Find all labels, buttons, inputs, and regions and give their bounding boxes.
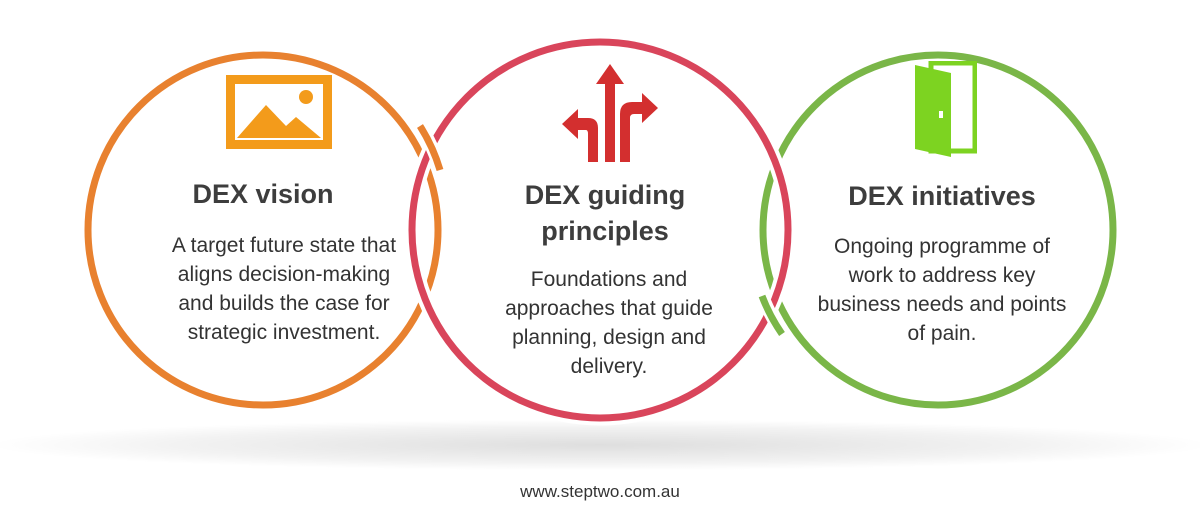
vision-description: A target future state that aligns decisi… (171, 234, 397, 344)
initiatives-circle (759, 51, 1117, 409)
principles-description: Foundations and approaches that guide pl… (505, 268, 713, 378)
image-icon (226, 75, 332, 149)
initiatives-title: DEX initiatives (848, 181, 1036, 211)
ground-shadow (0, 420, 1200, 470)
initiatives-description: Ongoing programme of work to address key… (817, 235, 1067, 345)
vision-circle (84, 51, 442, 409)
direction-arrows-icon (562, 64, 658, 162)
footer-url: www.steptwo.com.au (520, 482, 680, 501)
vision-title: DEX vision (192, 179, 334, 209)
open-door-icon (915, 61, 977, 157)
principles-title: DEX guiding principles (524, 180, 686, 246)
